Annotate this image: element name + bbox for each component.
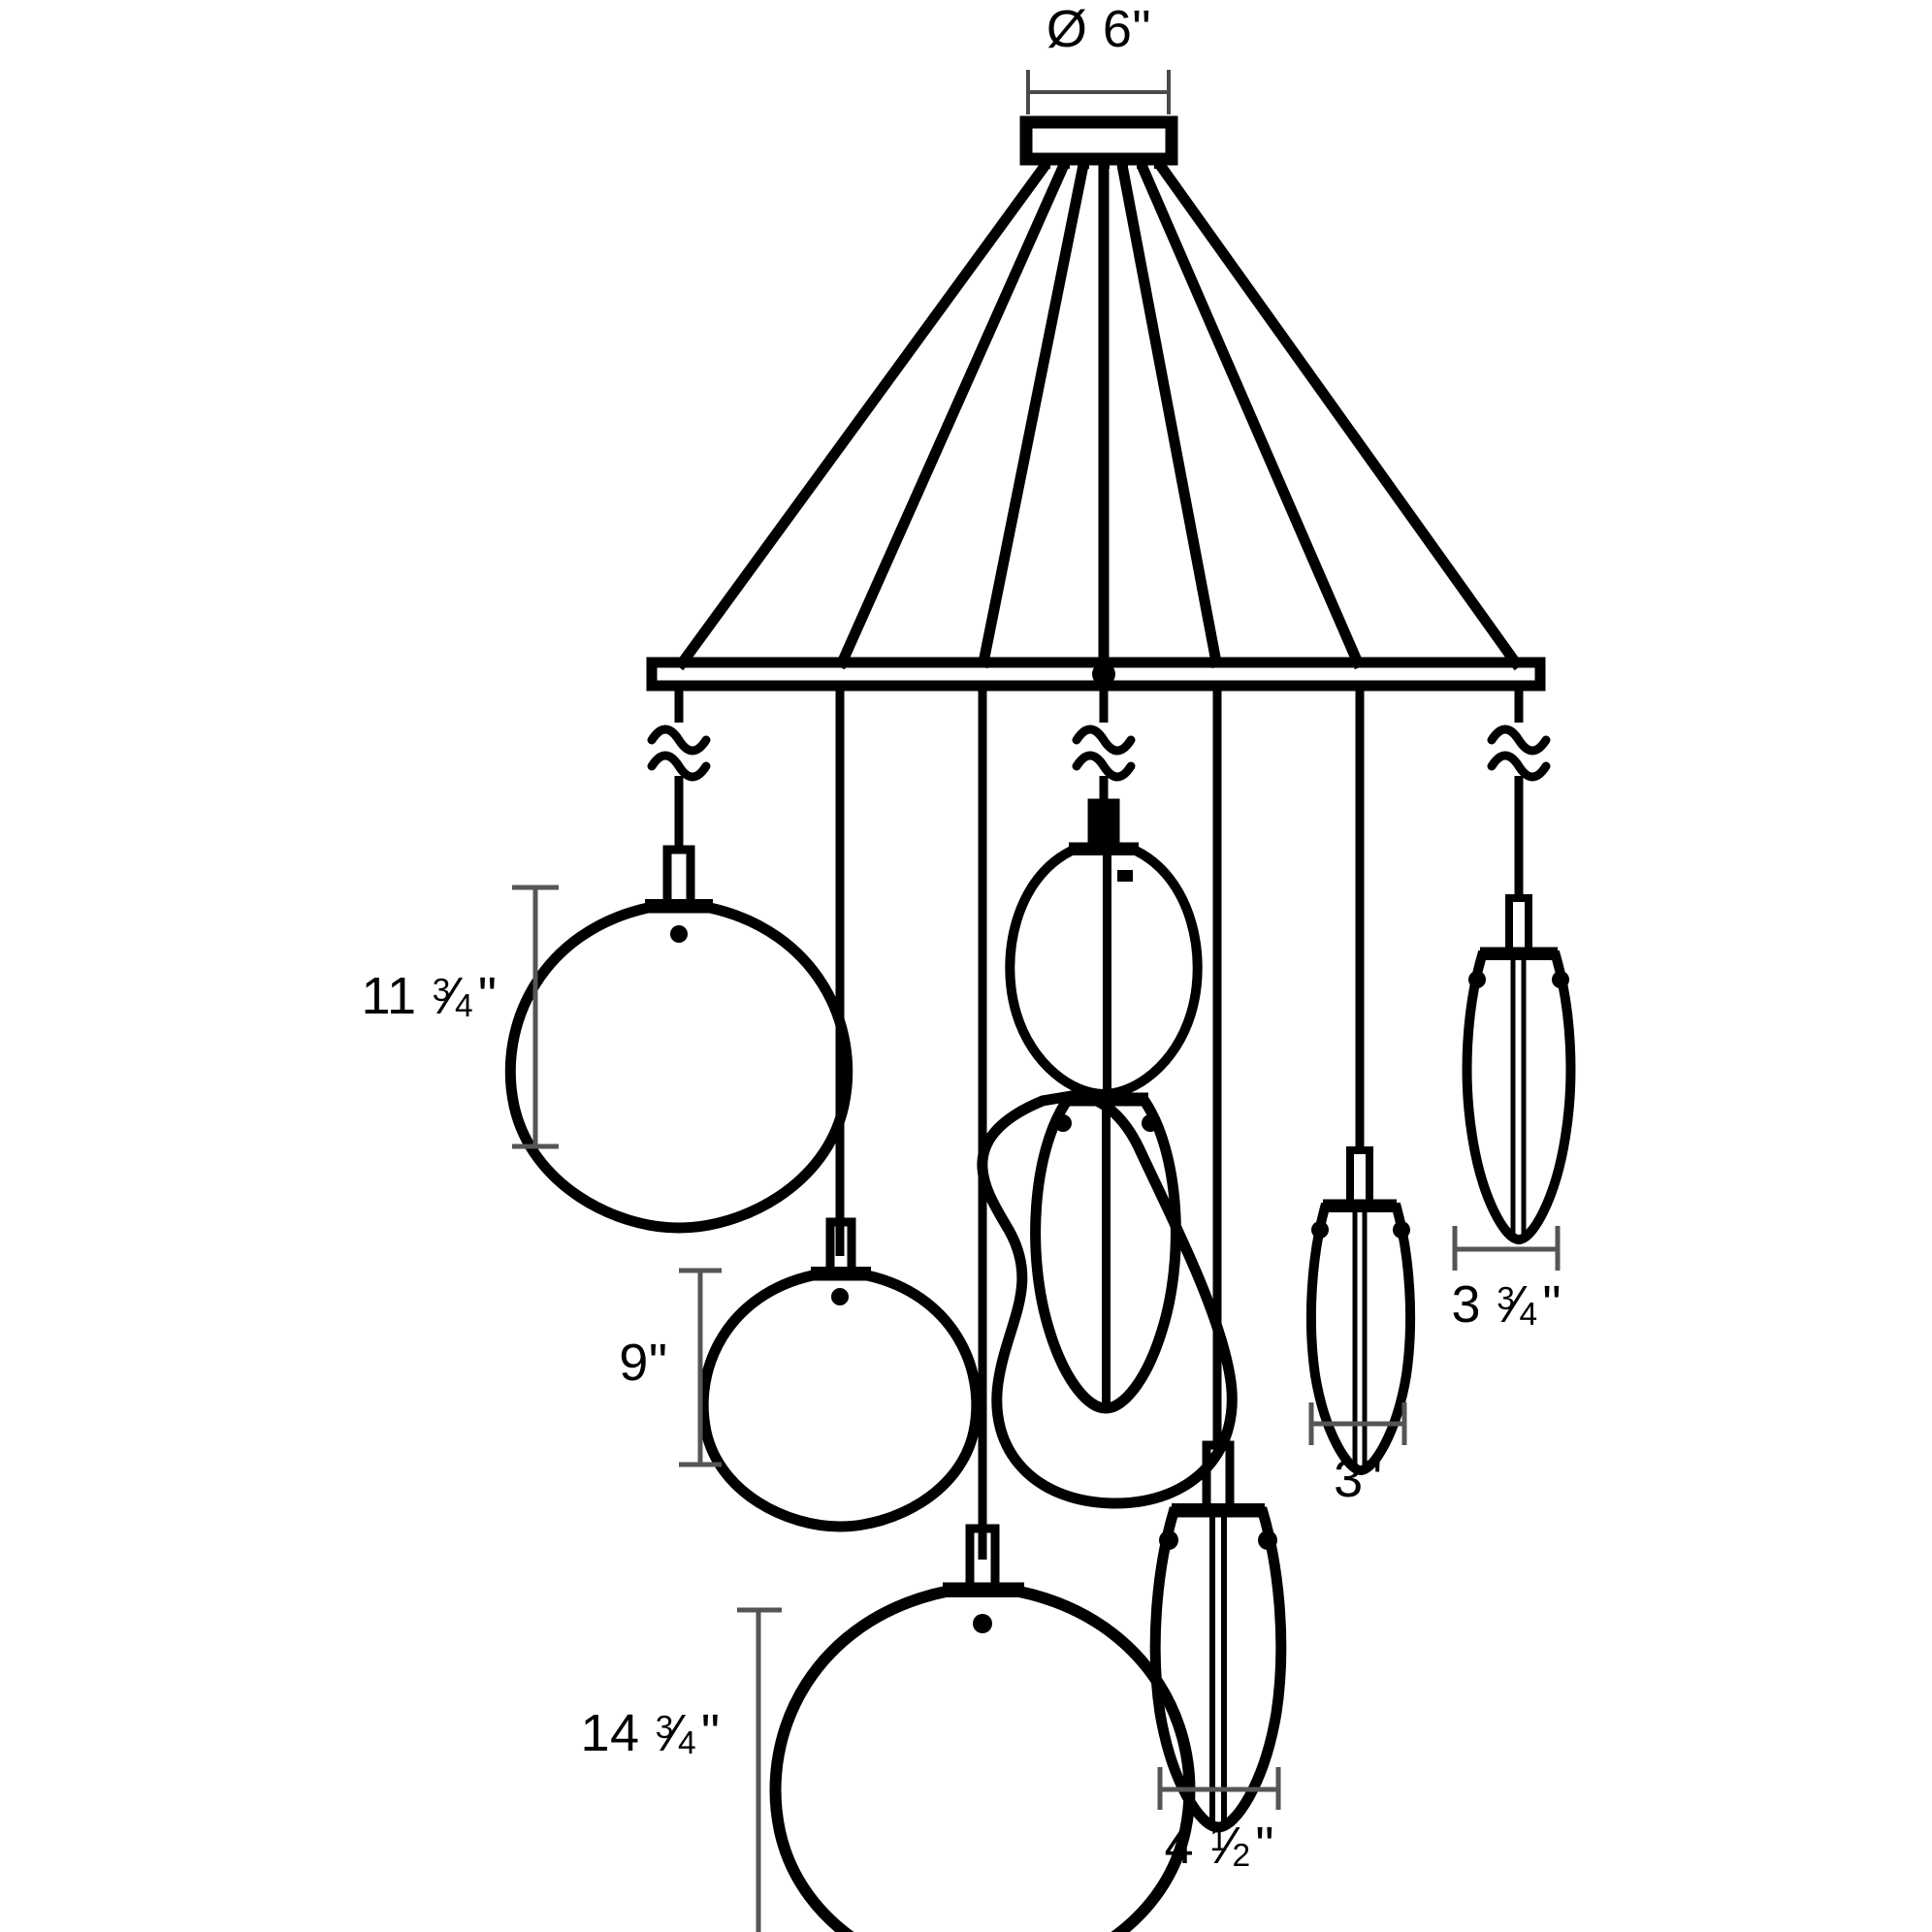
dimension-label-canopy-diameter: Ø 6" (1046, 0, 1152, 58)
dimension-line-4-1-2 (1157, 1767, 1281, 1810)
shade-globe-upper-left (504, 845, 853, 1234)
shade-globe-center-large (977, 1090, 1238, 1509)
shade-globe-mid-left (697, 1217, 982, 1532)
dimension-label-4-1-2: 4 1⁄2" (1164, 1817, 1274, 1875)
suspension-cables-fan (674, 161, 1524, 671)
shade-globe-bottom-center (769, 1524, 1196, 1932)
dimension-label-14-3-4: 14 3⁄4" (580, 1704, 720, 1762)
dimension-line-14-3-4 (737, 1607, 782, 1932)
shade-bullet-right-upper (1462, 894, 1576, 1245)
dimension-label-9: 9" (619, 1334, 667, 1392)
canopy (1019, 115, 1178, 169)
cord-break-symbol (647, 724, 1551, 782)
dimension-line-11-3-4 (512, 885, 559, 1149)
dimension-line-3 (1308, 1402, 1407, 1445)
horizontal-support-rod (646, 657, 1546, 692)
shade-teardrop-center (1030, 1092, 1181, 1414)
dimension-label-3-3-4: 3 3⁄4" (1451, 1275, 1562, 1334)
canopy-diameter-dimension (1026, 70, 1171, 114)
shade-bullet-center-lower (1149, 1440, 1287, 1833)
dimension-label-3: 3" (1334, 1450, 1382, 1508)
dimension-line-3-3-4 (1452, 1226, 1561, 1271)
shade-ovoid-center-upper (1005, 798, 1203, 1100)
dimension-label-11-3-4: 11 3⁄4" (361, 967, 497, 1025)
dimension-line-9 (679, 1268, 722, 1467)
shade-bullet-right-lower (1305, 1146, 1416, 1476)
